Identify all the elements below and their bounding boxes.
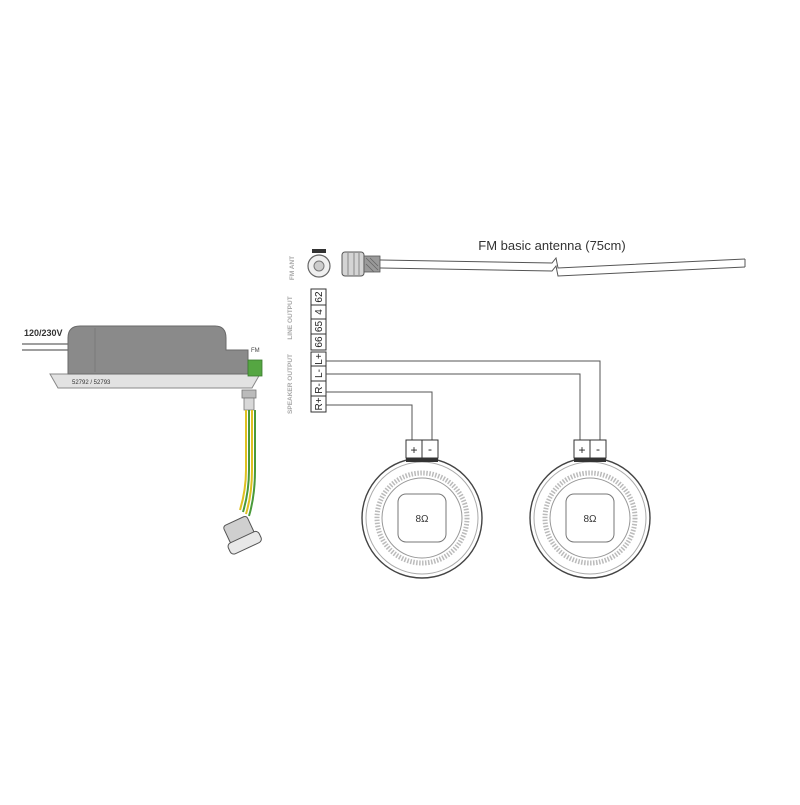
line-output-label: LINE OUTPUT <box>287 296 294 339</box>
fm-ant-label: FM ANT <box>289 256 296 280</box>
speaker-impedance: 8Ω <box>583 514 597 525</box>
speaker-output-label: SPEAKER OUTPUT <box>287 354 294 414</box>
antenna-group: FM ANT FM basic antenna (75cm) <box>289 238 746 280</box>
speaker-2: 8Ω +- <box>529 439 651 579</box>
line-terminal-label: 4 <box>314 309 325 315</box>
speaker-terminal-base <box>406 458 438 462</box>
speaker-minus-label: - <box>596 442 600 456</box>
line-terminal-cell <box>310 333 327 351</box>
speaker-plus-label: + <box>410 443 417 457</box>
speaker-impedance: 8Ω <box>415 514 429 525</box>
speaker-center-plate <box>397 493 447 543</box>
fm-ant-port-top <box>312 249 326 253</box>
line-terminal-label: 65 <box>314 321 325 333</box>
antenna-label: FM basic antenna (75cm) <box>478 238 625 253</box>
harness-cable <box>239 410 256 517</box>
antenna-wire-bottom <box>379 264 746 277</box>
wire-r-minus <box>326 391 433 440</box>
antenna-plug <box>341 251 365 277</box>
fm-connector <box>247 359 263 377</box>
wire-l-plus <box>326 360 601 440</box>
cable-plug-top <box>241 389 257 399</box>
line-terminal-label: 66 <box>314 336 325 348</box>
speaker-grille <box>542 470 638 566</box>
speaker-terminal-cell <box>310 395 327 413</box>
speaker-grille <box>374 470 470 566</box>
module-housing <box>67 325 249 375</box>
fm-connector-label: FM <box>251 348 260 354</box>
wire-l-minus <box>326 373 581 440</box>
fm-ant-port-inner <box>313 260 325 272</box>
cable-plug-body <box>243 397 255 411</box>
speaker-wiring <box>326 360 601 440</box>
control-module: 120/230V 52792 / 52793 FM <box>22 325 263 555</box>
line-terminal-label: 62 <box>314 291 325 303</box>
voltage-label: 120/230V <box>24 328 63 338</box>
speaker-plus-label: + <box>578 443 585 457</box>
harness-end-connector <box>223 515 262 555</box>
wire-r-plus <box>326 404 413 440</box>
speaker-terminal-label: R- <box>314 383 325 394</box>
speaker-minus-label: - <box>428 442 432 456</box>
antenna-wire-top <box>379 256 746 269</box>
speaker-terminal-base <box>574 458 606 462</box>
model-label: 52792 / 52793 <box>72 380 111 386</box>
terminal-block: LINE OUTPUT SPEAKER OUTPUT 62 4 65 66L+ L- R-… <box>287 288 327 414</box>
speaker-center-plate <box>565 493 615 543</box>
speaker-terminal-label: L+ <box>314 353 325 365</box>
speaker-1: 8Ω +- <box>361 439 483 579</box>
speaker-terminal-label: L- <box>314 369 325 378</box>
speaker-terminal-label: R+ <box>314 397 325 410</box>
